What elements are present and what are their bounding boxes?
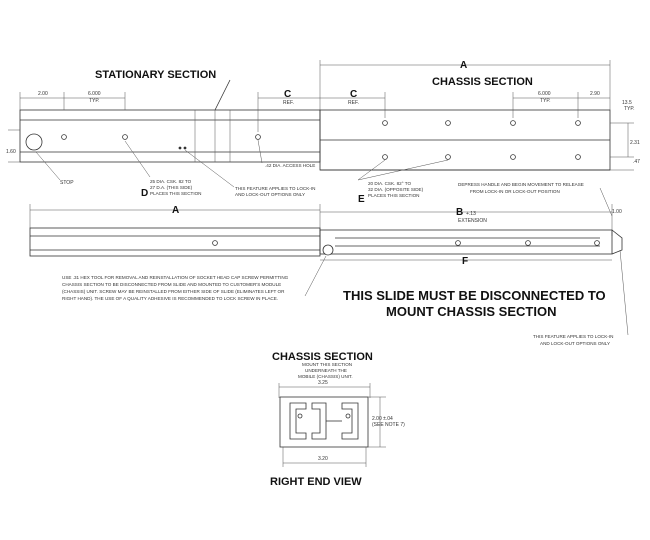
- top-view: STATIONARY SECTION CHASSIS SECTION A 2.0…: [6, 60, 640, 205]
- feature-note-line-2: AND LOCK-OUT OPTIONS ONLY: [235, 192, 305, 197]
- end-view-sub-3: MOBILE (CHASSIS) UNIT.: [298, 374, 353, 379]
- dim-2-00: 2.00: [38, 91, 48, 97]
- mounting-hole: [445, 154, 451, 160]
- csk-note-line-1: 25 DIA. CSK. 82 TO: [150, 179, 192, 184]
- stop-bumper: [25, 133, 43, 151]
- dimension-f: F: [462, 256, 468, 267]
- feature-note-line-1: THIS FEATURE APPLIES TO LOCK-IN: [235, 186, 315, 191]
- dim-47: .47: [633, 159, 640, 165]
- dim-height: 2.00 ±.04: [372, 416, 393, 422]
- csk-note-line-3: PLACES THIS SECTION: [150, 191, 201, 196]
- chassis-csk-line-2: 32 DIA. (OPPOSITE SIDE): [368, 187, 424, 192]
- right-end-view: CHASSIS SECTION MOUNT THIS SECTION UNDER…: [270, 351, 405, 488]
- tool-note-line-1: USE .31 HEX TOOL FOR REMOVAL AND REINSTA…: [62, 275, 289, 280]
- dim-3-25: 3.25: [318, 380, 328, 386]
- dimension-a-top: A: [460, 60, 467, 71]
- chassis-rail: [319, 229, 613, 255]
- mounting-hole: [575, 120, 581, 126]
- dim-height-note: (SEE NOTE 7): [372, 422, 405, 428]
- mounting-hole: [382, 154, 388, 160]
- socket-head-screw: [322, 244, 334, 256]
- dimension-b: B: [456, 207, 463, 218]
- mounting-hole: [61, 134, 67, 140]
- stationary-section-title: STATIONARY SECTION: [95, 69, 216, 81]
- extension-label: EXTENSION: [458, 218, 487, 224]
- inner-rail-profile: [311, 402, 327, 440]
- end-view-caption: RIGHT END VIEW: [270, 476, 362, 488]
- b-tolerance: +.13: [466, 211, 476, 217]
- dimension-c-chassis: C: [350, 89, 357, 100]
- tool-note-line-4: RIGHT HAND). THE USE OF A QUALITY ADHESI…: [62, 296, 278, 301]
- stationary-rail: [29, 227, 321, 257]
- ref-label: REF.: [283, 100, 294, 106]
- dim-6-000: 6.000: [538, 91, 551, 97]
- dim-2-90: 2.90: [590, 91, 600, 97]
- left-rail-profile: [289, 402, 307, 440]
- dimension-c-stationary: C: [284, 89, 291, 100]
- end-profile-outline: [279, 396, 369, 448]
- end-view-sub-2: UNDERNEATH THE: [305, 368, 347, 373]
- mounting-hole: [525, 240, 531, 246]
- warning-line-2: MOUNT CHASSIS SECTION: [386, 304, 556, 319]
- csk-note-line-2: 27 D.A. (THIS SIDE): [150, 185, 193, 190]
- stop-label: STOP: [60, 180, 74, 186]
- depress-note-line-1: DEPRESS HANDLE AND BEGIN MOVEMENT TO REL…: [458, 182, 584, 187]
- mounting-hole: [510, 154, 516, 160]
- dim-3-20: 3.20: [318, 456, 328, 462]
- dim-1-00: 1.00: [612, 209, 622, 215]
- end-view-title: CHASSIS SECTION: [272, 351, 373, 363]
- dimension-a-middle: A: [172, 205, 179, 216]
- mounting-hole: [575, 154, 581, 160]
- label-d: D: [141, 188, 148, 199]
- warning-line-1: THIS SLIDE MUST BE DISCONNECTED TO: [343, 288, 606, 303]
- mounting-hole: [382, 120, 388, 126]
- feature-note-line-1: THIS FEATURE APPLIES TO LOCK-IN: [533, 334, 613, 339]
- mounting-hole: [594, 240, 600, 246]
- access-hole: [255, 134, 261, 140]
- mounting-hole: [445, 120, 451, 126]
- depress-note-line-2: FROM LOCK-IN OR LOCK-OUT POSITION: [470, 189, 560, 194]
- dim-typ-2: TYP.: [624, 106, 634, 112]
- tool-note-line-2: CHASSIS SECTION TO BE DISCONNECTED FROM …: [62, 282, 281, 287]
- dim-1-60: 1.60: [6, 149, 16, 155]
- mounting-hole: [455, 240, 461, 246]
- dim-typ: TYP.: [89, 98, 99, 104]
- label-e: E: [358, 194, 365, 205]
- dim-2-31: 2.31: [630, 140, 640, 146]
- dim-typ: TYP.: [540, 98, 550, 104]
- mounting-hole: [510, 120, 516, 126]
- tool-note-line-3: (CHASSIS) UNIT. SCREW MAY BE REINSTALLED…: [62, 289, 285, 294]
- mounting-hole: [122, 134, 128, 140]
- access-hole-note: .42 DIA. ACCESS HOLE: [265, 163, 315, 168]
- chassis-csk-line-1: 20 DIA. CSK. 82° TO: [368, 181, 411, 186]
- end-view-sub-1: MOUNT THIS SECTION: [302, 362, 352, 367]
- feature-note-line-2: AND LOCK-OUT OPTIONS ONLY: [540, 341, 610, 346]
- mounting-hole: [212, 240, 218, 246]
- chassis-section-title: CHASSIS SECTION: [432, 76, 533, 88]
- dim-13-5: 13.5: [622, 100, 632, 106]
- chassis-csk-line-3: PLACES THIS SECTION: [368, 193, 419, 198]
- dim-6-000: 6.000: [88, 91, 101, 97]
- right-rail-profile: [341, 402, 359, 440]
- ref-label: REF.: [348, 100, 359, 106]
- assembled-view: A B +.13 EXTENSION 1.00 F USE .31 HEX TO…: [29, 187, 629, 346]
